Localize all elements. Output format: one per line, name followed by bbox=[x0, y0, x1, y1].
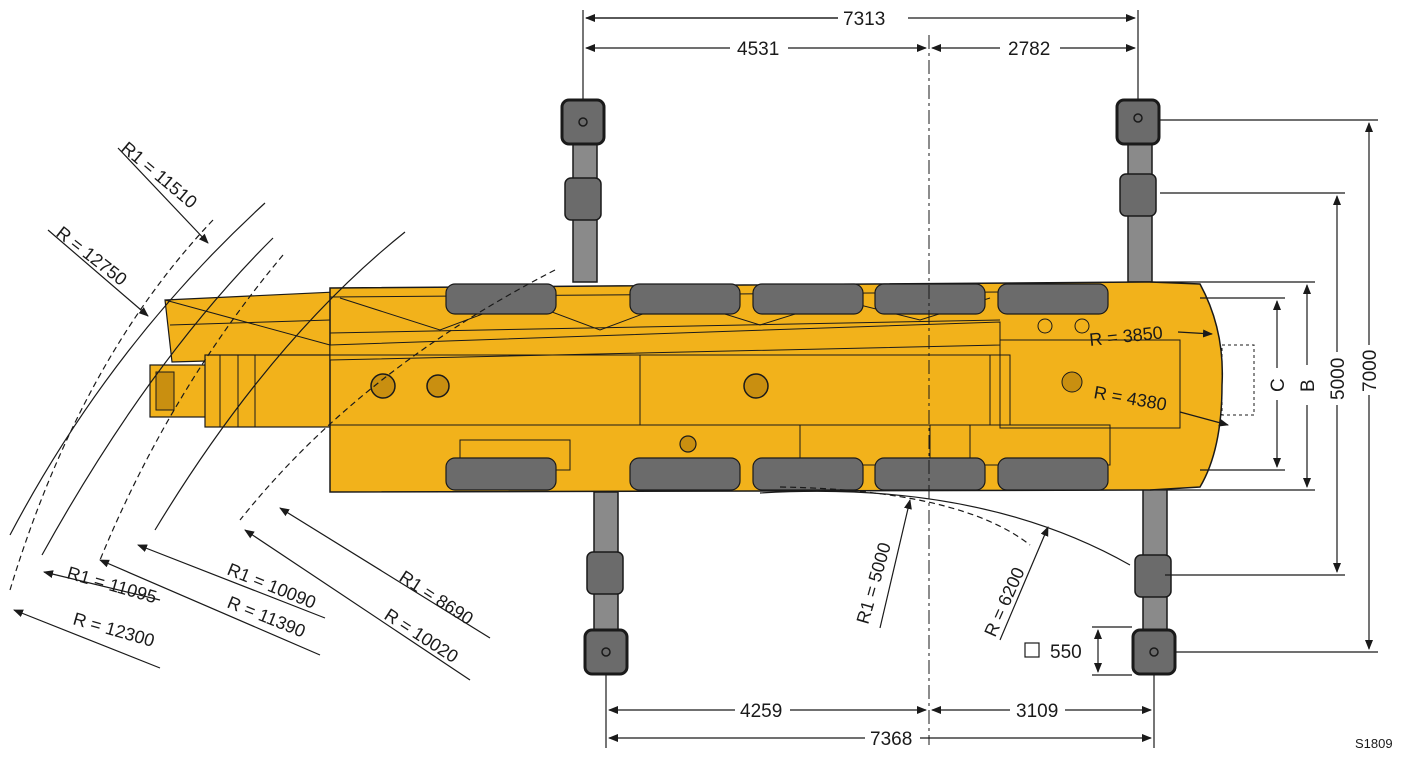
label-r-12750: R = 12750 bbox=[53, 222, 131, 289]
dim-pad-size: 550 bbox=[1050, 642, 1082, 663]
dim-width-outer: 7000 bbox=[1360, 350, 1381, 392]
label-r-12300: R = 12300 bbox=[71, 609, 157, 651]
radius-leaders-rear bbox=[1177, 329, 1229, 427]
tires bbox=[445, 283, 1109, 491]
carrier-body bbox=[329, 281, 1255, 493]
dim-top-left: 4531 bbox=[737, 39, 779, 60]
dim-top-right: 2782 bbox=[1008, 39, 1050, 60]
right-dimensions bbox=[1092, 119, 1378, 676]
dim-bottom-total: 7368 bbox=[870, 729, 912, 750]
radius-leaders-bottom bbox=[879, 499, 1049, 641]
label-r1-5000: R1 = 5000 bbox=[853, 540, 895, 626]
dim-bottom-right: 3109 bbox=[1016, 701, 1058, 722]
pad-square-icon bbox=[1024, 642, 1040, 658]
drawing-code: S1809 bbox=[1355, 736, 1393, 751]
bottom-dimensions bbox=[605, 675, 1155, 748]
radius-leaders-left bbox=[13, 147, 491, 681]
outriggers bbox=[560, 98, 1177, 676]
dim-top-total: 7313 bbox=[843, 9, 885, 30]
label-r1-11095: R1 = 11095 bbox=[65, 563, 159, 608]
dim-bottom-left: 4259 bbox=[740, 701, 782, 722]
top-dimensions bbox=[582, 10, 1139, 100]
label-r1-11510: R1 = 11510 bbox=[117, 138, 201, 213]
turning-radius-arcs bbox=[9, 202, 1131, 591]
dim-width-b: B bbox=[1298, 379, 1319, 392]
dim-width-c: C bbox=[1268, 378, 1289, 392]
dim-width-inner: 5000 bbox=[1328, 358, 1349, 400]
